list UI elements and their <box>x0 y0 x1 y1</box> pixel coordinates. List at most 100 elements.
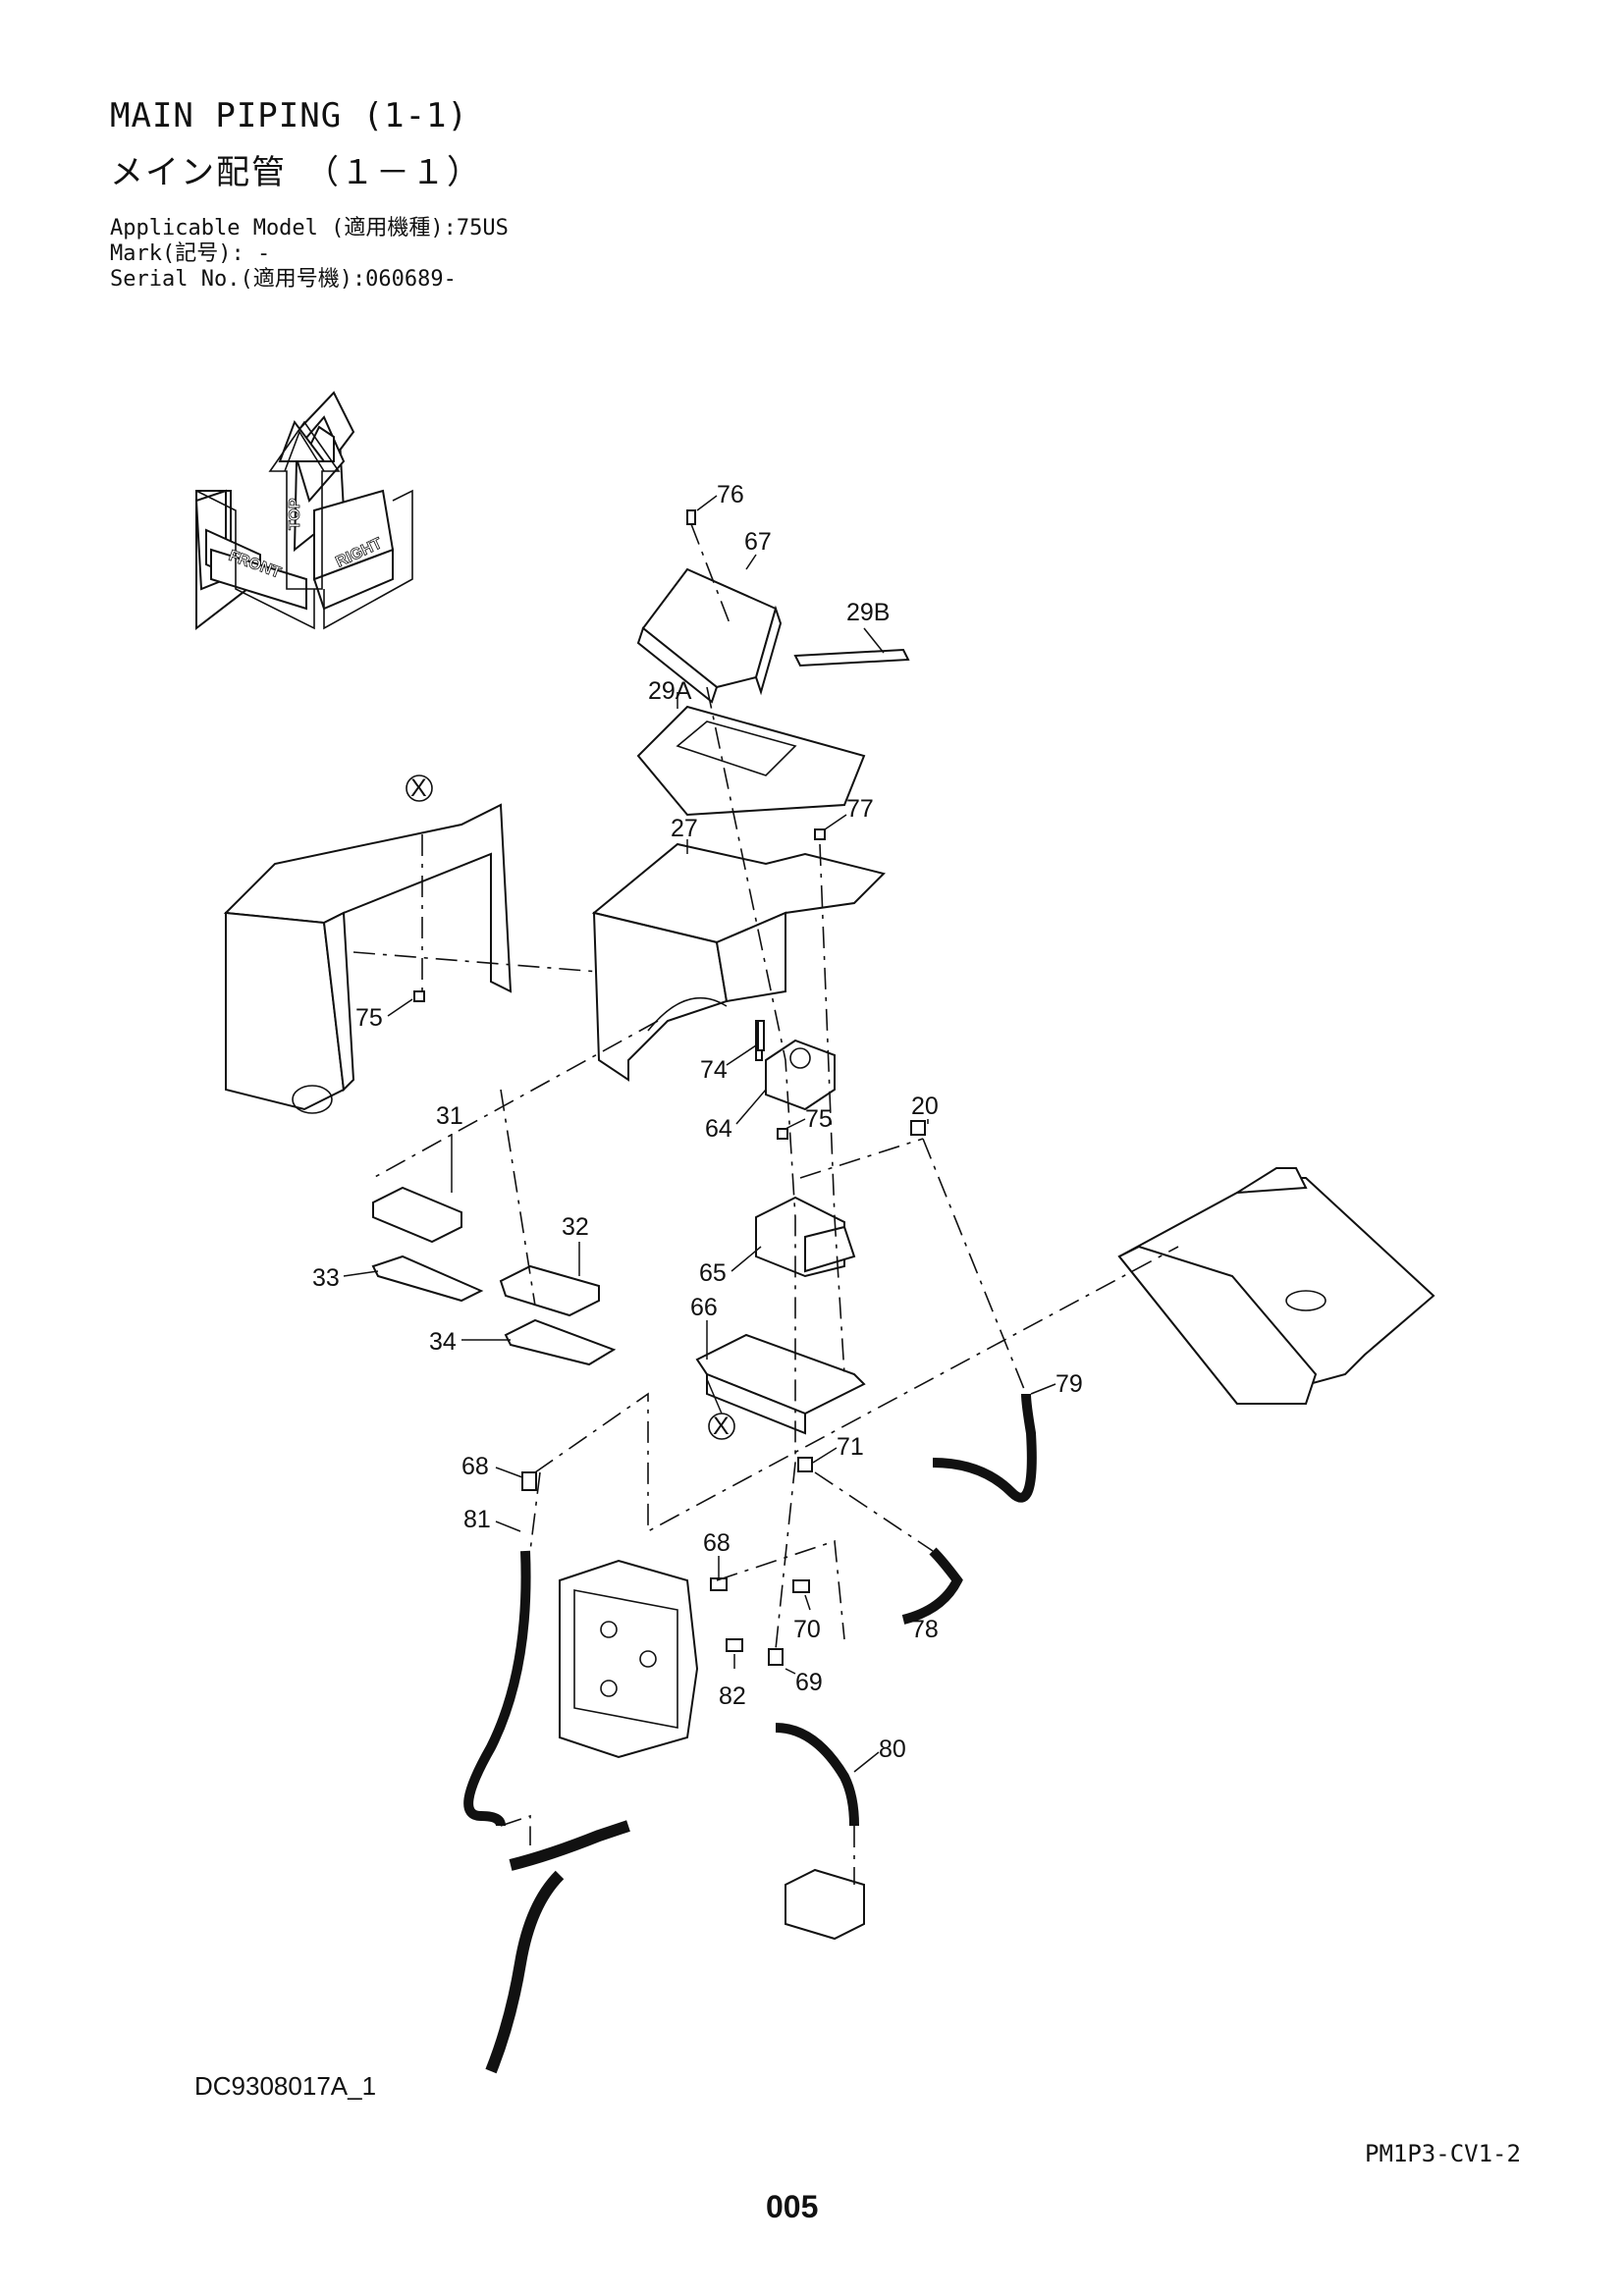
part-67-cover <box>636 567 783 704</box>
part-27-bracket <box>591 842 886 1082</box>
part-82-fitting <box>726 1638 743 1652</box>
part-75-bolt-left <box>413 990 425 1002</box>
callout-76: 76 <box>696 481 744 511</box>
part-68-fitting-upper <box>521 1471 537 1491</box>
part-75-bolt-right <box>777 1128 788 1140</box>
callout-27: 27 <box>671 815 698 854</box>
serial-number: Serial No.(適用号機):060689- <box>110 267 457 292</box>
svg-text:65: 65 <box>699 1259 727 1287</box>
svg-text:69: 69 <box>795 1669 823 1696</box>
svg-text:68: 68 <box>703 1529 731 1557</box>
callout-32: 32 <box>562 1213 589 1276</box>
part-69-fitting <box>768 1648 784 1666</box>
callout-20: 20 <box>911 1093 939 1124</box>
svg-text:34: 34 <box>429 1328 457 1356</box>
page-title-japanese: メイン配管 （１－１） <box>110 153 482 192</box>
callout-78: 78 <box>911 1609 939 1643</box>
part-33-bracket <box>371 1255 484 1303</box>
part-64-valve <box>755 1020 836 1111</box>
svg-text:32: 32 <box>562 1213 589 1241</box>
guide-line <box>529 1471 541 1552</box>
page-number: 005 <box>766 2189 819 2224</box>
part-76-bolt <box>686 509 732 629</box>
callout-81: 81 <box>463 1506 521 1533</box>
guide-line <box>500 1814 531 1845</box>
callout-77: 77 <box>824 795 874 830</box>
svg-text:27: 27 <box>671 815 698 842</box>
callout-65: 65 <box>699 1246 762 1287</box>
callout-33: 33 <box>312 1264 379 1292</box>
svg-text:78: 78 <box>911 1616 939 1643</box>
guide-line <box>706 686 796 1650</box>
callout-29b: 29B <box>846 599 890 654</box>
callout-68-upper: 68 <box>461 1453 523 1480</box>
svg-text:67: 67 <box>744 528 772 556</box>
part-70-fitting <box>792 1579 810 1593</box>
guide-line <box>716 1539 845 1640</box>
bottom-valve <box>785 1868 865 1941</box>
callout-74: 74 <box>700 1044 757 1084</box>
callout-31: 31 <box>436 1102 463 1193</box>
callout-66: 66 <box>690 1294 718 1360</box>
part-20-elbow <box>910 1120 926 1136</box>
svg-text:75: 75 <box>805 1105 833 1133</box>
callout-68-lower: 68 <box>703 1529 731 1578</box>
part-32-bracket <box>499 1264 600 1317</box>
guide-line <box>534 1246 1179 1533</box>
guide-line <box>372 1020 659 1179</box>
view-marker-x-lower: X <box>706 1378 735 1440</box>
callout-75-right: 75 <box>785 1105 833 1133</box>
orientation-indicator: TOP FRONT RIGHT <box>194 391 413 631</box>
part-66-base <box>695 1333 866 1435</box>
view-marker-x-upper-label: X <box>410 774 427 802</box>
part-71-fitting <box>797 1457 813 1472</box>
document-code: PM1P3-CV1-2 <box>1365 2140 1521 2167</box>
part-79-hose <box>932 1393 1037 1503</box>
callout-82: 82 <box>719 1654 746 1710</box>
svg-text:29A: 29A <box>648 677 692 705</box>
guide-line <box>799 1138 924 1179</box>
svg-text:31: 31 <box>436 1102 463 1130</box>
left-floor-panel <box>223 803 513 1114</box>
callout-67: 67 <box>744 528 772 570</box>
svg-text:75: 75 <box>355 1004 383 1032</box>
guide-line <box>500 1089 536 1307</box>
lower-pipe <box>485 1820 630 2074</box>
svg-text:33: 33 <box>312 1264 340 1292</box>
callout-34: 34 <box>429 1328 511 1356</box>
callout-79: 79 <box>1030 1370 1083 1398</box>
orientation-top-label: TOP <box>287 498 303 530</box>
part-29b-seal <box>793 648 910 667</box>
mark-field: Mark(記号): - <box>110 241 271 266</box>
svg-text:79: 79 <box>1056 1370 1083 1398</box>
svg-text:20: 20 <box>911 1093 939 1120</box>
right-floor-panel <box>1117 1167 1435 1406</box>
callout-80: 80 <box>853 1735 906 1773</box>
svg-text:77: 77 <box>846 795 874 823</box>
callout-64: 64 <box>705 1089 767 1143</box>
applicable-model: Applicable Model (適用機種):75US <box>110 216 509 240</box>
part-34-bracket <box>504 1318 617 1366</box>
callout-71: 71 <box>812 1433 864 1464</box>
page-title: MAIN PIPING (1-1) <box>110 96 468 135</box>
callout-69: 69 <box>785 1668 823 1696</box>
drawing-id: DC9308017A_1 <box>194 2071 377 2101</box>
control-valve-assembly <box>559 1559 699 1759</box>
guide-line <box>814 1471 934 1552</box>
callout-75-left: 75 <box>355 998 413 1032</box>
svg-text:29B: 29B <box>846 599 890 626</box>
callout-29a: 29A <box>648 677 692 709</box>
guide-line <box>819 843 845 1375</box>
svg-text:66: 66 <box>690 1294 718 1321</box>
part-77-bolt <box>814 828 826 840</box>
part-65-bracket <box>755 1196 856 1278</box>
part-74-bolt <box>757 1020 765 1051</box>
part-78-hose <box>901 1547 963 1625</box>
callout-70: 70 <box>793 1594 821 1643</box>
part-29a-plate <box>636 705 866 817</box>
svg-text:68: 68 <box>461 1453 489 1480</box>
guide-line <box>922 1138 1027 1395</box>
part-31-bracket <box>372 1186 462 1244</box>
view-marker-x-upper: X <box>406 774 433 802</box>
